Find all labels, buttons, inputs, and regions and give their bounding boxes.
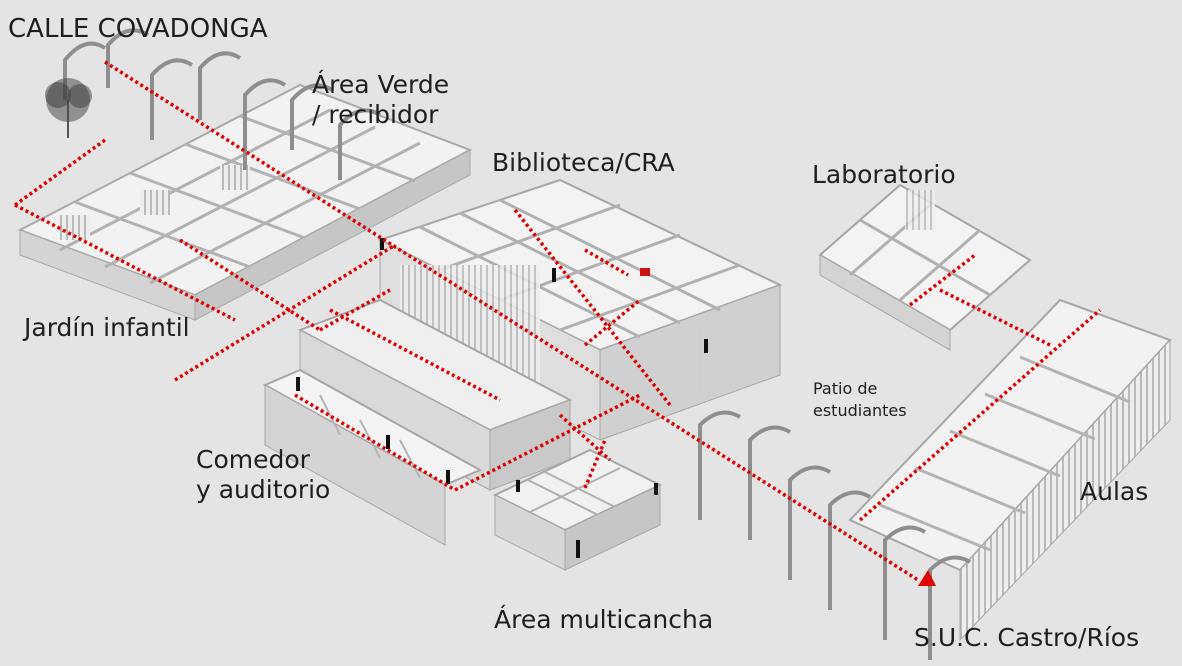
- tree-icon: [45, 78, 92, 138]
- classroom-wing: [698, 298, 1172, 660]
- laboratory-building: [818, 183, 1032, 351]
- label-area-verde: Área Verde / recibidor: [312, 70, 449, 130]
- label-comedor-auditorio: Comedor y auditorio: [196, 445, 330, 505]
- left-wing-building: [17, 28, 473, 321]
- label-comedor-line1: Comedor: [196, 445, 310, 474]
- street-label-calle-covadonga: CALLE COVADONGA: [8, 14, 268, 44]
- route-lines: [13, 60, 1102, 582]
- dining-auditorium-building: [262, 298, 573, 546]
- label-comedor-line2: y auditorio: [196, 475, 331, 504]
- label-area-verde-line1: Área Verde: [312, 70, 450, 99]
- label-patio-line1: Patio de: [813, 379, 878, 398]
- label-jardin-infantil: Jardín infantil: [24, 313, 190, 342]
- label-patio-line2: estudiantes: [813, 400, 907, 420]
- label-aulas: Aulas: [1080, 477, 1149, 506]
- label-patio-estudiantes: Patio de estudiantes: [813, 378, 907, 421]
- label-area-multicancha: Área multicancha: [494, 605, 714, 634]
- label-area-verde-line2: / recibidor: [312, 100, 439, 129]
- street-label-suc-castro-rios: S.U.C. Castro/Ríos: [914, 623, 1140, 652]
- court-building: [492, 448, 663, 571]
- label-biblioteca: Biblioteca/CRA: [492, 148, 675, 177]
- label-laboratorio: Laboratorio: [812, 160, 956, 189]
- route-arrowhead: [918, 570, 936, 586]
